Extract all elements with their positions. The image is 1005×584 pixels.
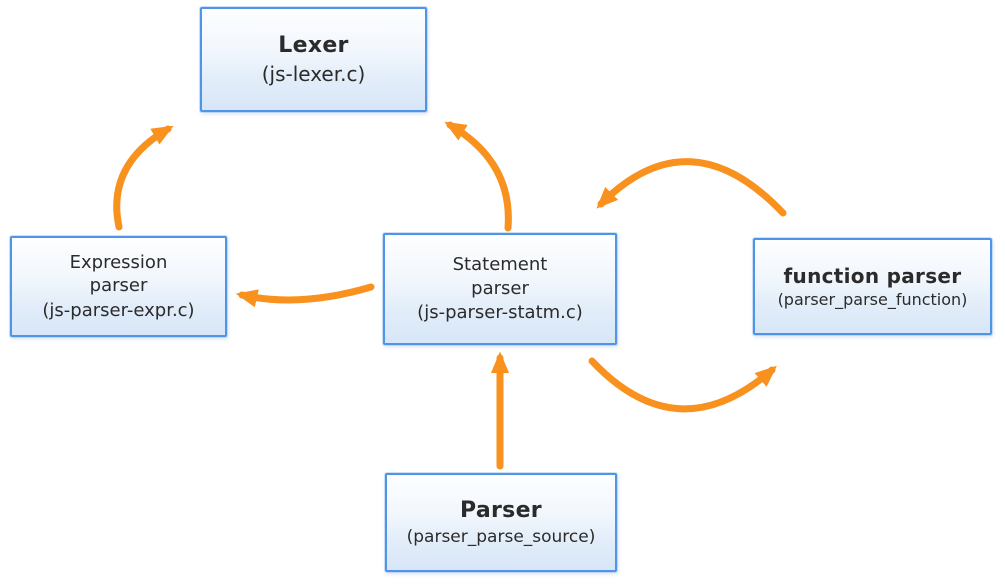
node-lexer-title: Lexer <box>278 32 349 58</box>
node-parser-subtitle: (parser_parse_source) <box>406 527 596 548</box>
node-function-parser: function parser (parser_parse_function) <box>753 238 992 335</box>
node-function-parser-subtitle: (parser_parse_function) <box>777 289 968 309</box>
arrow-function-parser-to-statement-parser <box>596 158 787 217</box>
node-parser: Parser (parser_parse_source) <box>385 473 617 572</box>
arrow-expression-parser-to-lexer <box>113 125 174 231</box>
node-lexer-subtitle: (js-lexer.c) <box>261 62 366 87</box>
node-parser-title: Parser <box>460 497 542 523</box>
arrow-statement-parser-to-expression-parser <box>235 283 375 308</box>
node-expression-parser-subtitle: (js-parser-expr.c) <box>42 299 195 321</box>
node-statement-parser: Statement parser (js-parser-statm.c) <box>383 233 617 345</box>
node-lexer: Lexer (js-lexer.c) <box>200 7 427 112</box>
node-expression-parser-title: Expression parser <box>69 251 168 297</box>
arrow-statement-parser-to-lexer <box>444 121 512 232</box>
node-expression-parser: Expression parser (js-parser-expr.c) <box>10 236 227 337</box>
node-statement-parser-title: Statement parser <box>452 254 548 299</box>
node-statement-parser-subtitle: (js-parser-statm.c) <box>417 302 583 324</box>
arrow-statement-parser-to-function-parser <box>588 357 777 413</box>
node-function-parser-title: function parser <box>783 263 962 288</box>
